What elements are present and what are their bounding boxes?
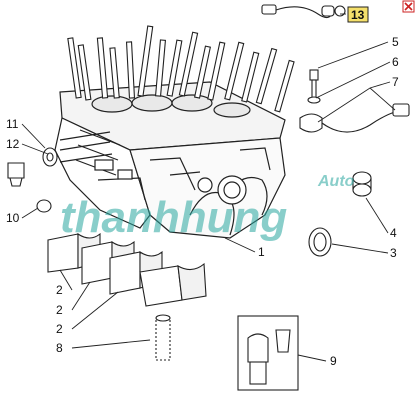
knock-sensor-part — [261, 4, 346, 19]
callout-highlight — [347, 6, 369, 23]
dowel-pin-part — [155, 314, 171, 361]
callout-9: 9 — [330, 354, 337, 368]
callout-7: 7 — [392, 75, 399, 89]
svg-text:Auto: Auto — [317, 173, 355, 190]
washer-part — [42, 147, 58, 167]
callout-11: 11 — [6, 117, 19, 131]
sealant-kit-part — [237, 315, 299, 391]
callout-13: 13 — [351, 8, 365, 22]
plug-part — [7, 162, 25, 187]
callout-2c: 2 — [56, 322, 63, 336]
callout-10: 10 — [6, 211, 20, 225]
leader-lines — [21, 13, 396, 362]
plug-small-part — [36, 199, 52, 213]
callout-labels: 13 5 6 7 11 12 10 1 4 3 2 2 2 8 9 — [6, 8, 399, 368]
bearing-caps — [47, 232, 207, 307]
callout-1: 1 — [258, 245, 265, 259]
callout-2a: 2 — [56, 283, 63, 297]
callout-5: 5 — [392, 35, 399, 49]
callout-4: 4 — [390, 226, 397, 240]
sensor-with-cable-part — [299, 103, 410, 133]
callout-3: 3 — [390, 246, 397, 260]
bolt-part — [307, 69, 321, 104]
head-studs — [67, 25, 295, 113]
watermark: thanhhung Auto — [60, 173, 355, 242]
sleeve-part — [352, 171, 372, 197]
callout-2b: 2 — [56, 303, 63, 317]
callout-12: 12 — [6, 137, 20, 151]
svg-text:thanhhung: thanhhung — [60, 193, 287, 242]
seal-ring-part — [308, 227, 332, 257]
close-icon[interactable] — [402, 0, 415, 13]
callout-8: 8 — [56, 341, 63, 355]
callout-6: 6 — [392, 55, 399, 69]
